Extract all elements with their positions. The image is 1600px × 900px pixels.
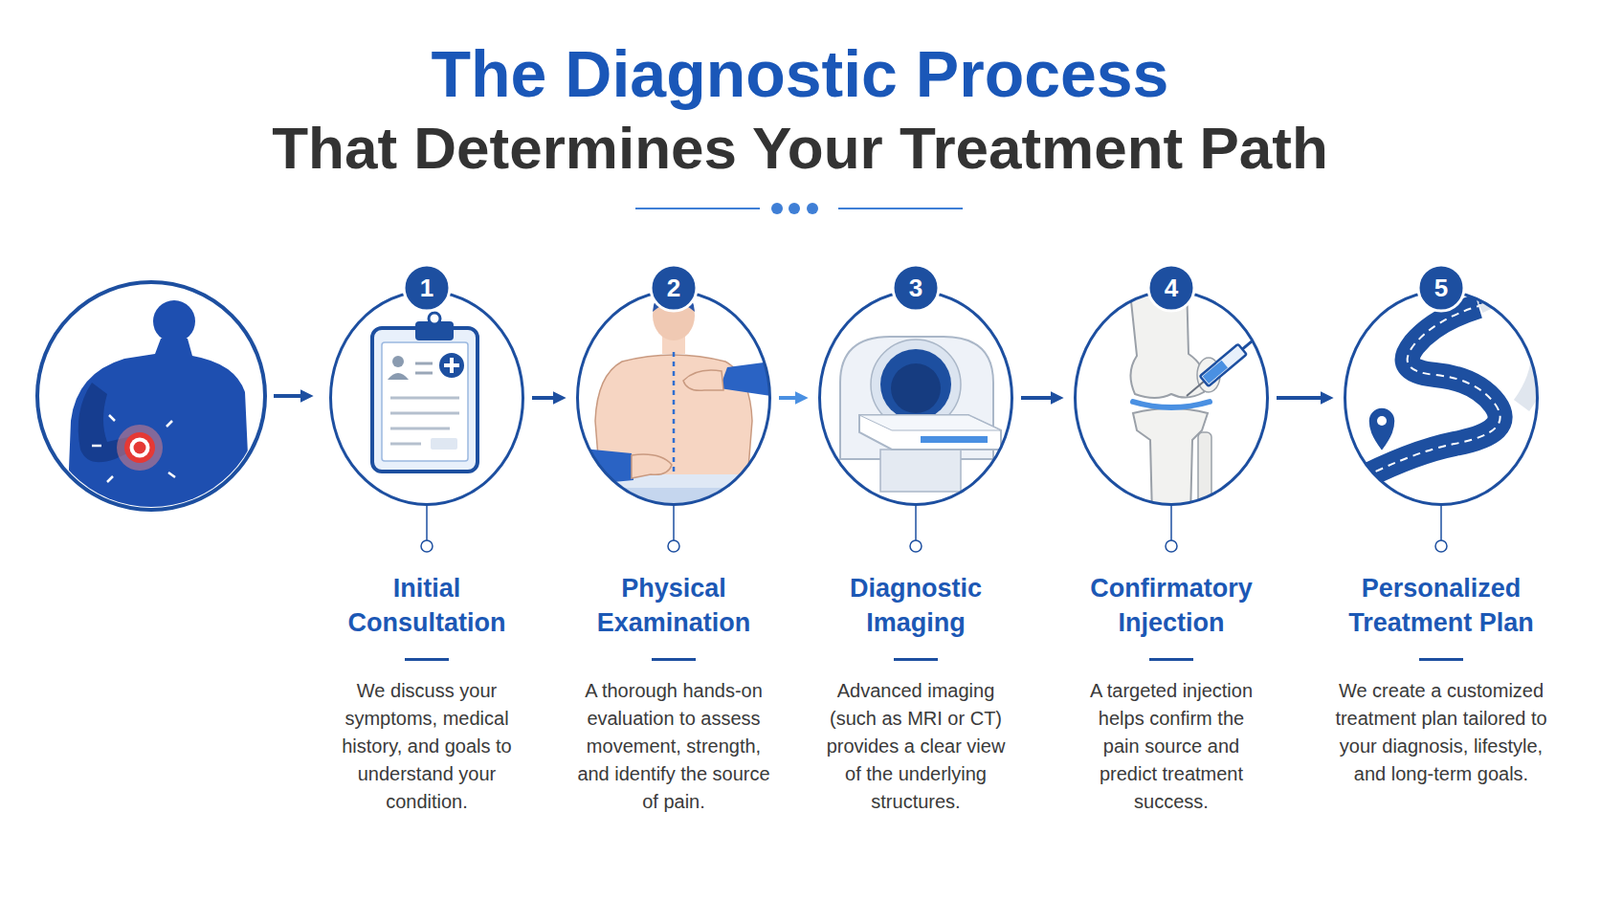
step-circle: 5Personalized Treatment PlanWe create a … (1343, 289, 1539, 507)
flow-arrow (1021, 396, 1053, 400)
step-heading: Diagnostic Imaging (810, 571, 1022, 641)
step-heading: Personalized Treatment Plan (1335, 571, 1547, 641)
step-number: 5 (1418, 265, 1465, 312)
back-pain-illustration (37, 282, 303, 517)
step-number: 4 (1148, 265, 1195, 312)
mri-scanner-illustration (840, 336, 1001, 492)
diagram-title: The Diagnostic Process (0, 37, 1600, 111)
step-number: 2 (650, 265, 697, 312)
step-outline (818, 289, 1014, 507)
heading-rule (893, 658, 938, 662)
heading-rule (651, 658, 696, 662)
heading-rule (1419, 658, 1464, 662)
step-circle: 1Initial ConsultationWe discuss your sym… (329, 289, 525, 507)
heading-rule (1149, 658, 1194, 662)
step-outline (1073, 289, 1269, 507)
step-outline (329, 289, 525, 507)
step-description: We create a customized treatment plan ta… (1332, 677, 1551, 789)
treatment-road-illustration (1339, 250, 1541, 490)
flow-arrow (532, 396, 556, 400)
knee-injection-illustration (1129, 283, 1264, 519)
step-outline (1343, 289, 1539, 507)
step-heading: Physical Examination (568, 571, 779, 641)
flow-arrow (778, 396, 798, 400)
step-heading: Initial Consultation (321, 571, 533, 641)
step-circle: 4Confirmatory InjectionA targeted inject… (1073, 289, 1269, 507)
step-description: Advanced imaging (such as MRI or CT) pro… (818, 677, 1015, 817)
step-description: A targeted injection helps confirm the p… (1083, 677, 1261, 817)
step-description: We discuss your symptoms, medical histor… (331, 677, 523, 817)
clipboard-icon (372, 312, 478, 472)
step-heading: Confirmatory Injection (1066, 571, 1277, 641)
back-exam-illustration (574, 288, 772, 519)
step-number: 3 (892, 265, 939, 312)
heading-rule (404, 658, 449, 662)
title-divider (635, 202, 963, 215)
diagram-subtitle: That Determines Your Treatment Path (0, 118, 1600, 178)
flow-arrow (1276, 396, 1323, 400)
step-number: 1 (403, 265, 450, 312)
step-circle: 2Physical ExaminationA thorough hands-on… (576, 289, 772, 507)
step-circle: 3Diagnostic ImagingAdvanced imaging (suc… (818, 289, 1014, 507)
step-description: A thorough hands-on evaluation to assess… (577, 677, 771, 817)
step-outline (576, 289, 772, 507)
